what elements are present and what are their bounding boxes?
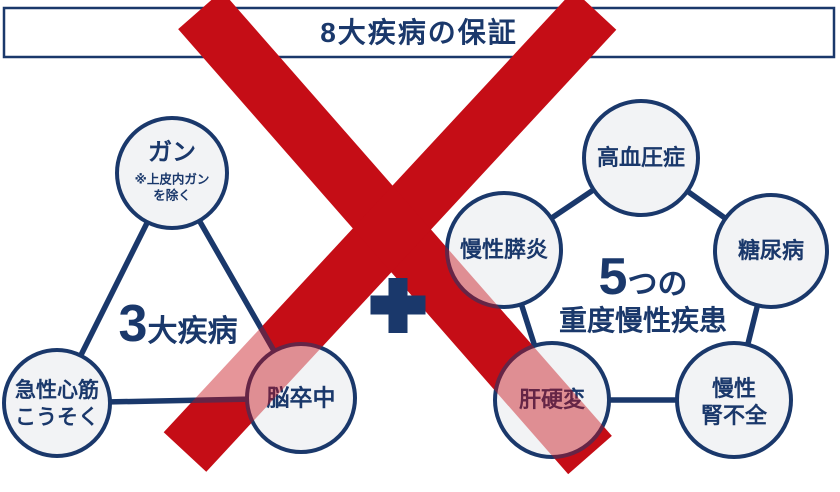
circle-diabetes	[713, 193, 829, 309]
circle-cancer	[115, 116, 229, 230]
pentagon-group-title-line1: 5つの	[559, 251, 727, 303]
diabetes-label: 糖尿病	[737, 238, 805, 263]
cancer-note-line1: ※上皮内ガン	[134, 172, 210, 187]
circle-heart-attack	[2, 348, 112, 458]
heart-attack-label-line2: こうそく	[15, 406, 99, 429]
kidney-failure-label: 慢性 腎不全	[701, 375, 767, 429]
circle-cirrhosis	[493, 341, 611, 459]
heart-attack-label-line1: 急性心筋	[15, 379, 99, 402]
pentagon-group-number: 5	[598, 248, 628, 306]
cancer-note: ※上皮内ガン を除く	[135, 173, 210, 204]
triangle-shape	[54, 170, 304, 406]
circle-stroke	[245, 342, 357, 454]
kidney-failure-label-line2: 腎不全	[700, 403, 768, 428]
triangle-group-suffix: 大疾病	[147, 315, 238, 348]
header-box	[2, 6, 836, 59]
circle-hypertension	[582, 99, 700, 217]
header-title: 8大疾病の保証	[320, 17, 518, 48]
triangle-group-title: 3大疾病	[119, 298, 238, 350]
triangle-group-number: 3	[118, 295, 148, 353]
cirrhosis-label: 肝硬変	[518, 387, 586, 412]
pentagon-group-suffix: つの	[627, 268, 688, 301]
circle-kidney-failure	[675, 341, 793, 459]
circle-pancreatitis	[445, 191, 563, 309]
stroke-label: 脳卒中	[266, 384, 336, 411]
kidney-failure-label-line1: 慢性	[711, 376, 757, 401]
heart-attack-label: 急性心筋 こうそく	[15, 377, 99, 431]
hypertension-label: 高血圧症	[596, 145, 686, 170]
pentagon-group-title-line2: 重度慢性疾患	[558, 305, 728, 336]
pancreatitis-label: 慢性膵炎	[459, 237, 549, 262]
cancer-note-line2: を除く	[153, 188, 191, 202]
pentagon-group-title: 5つの 重度慢性疾患	[559, 251, 727, 335]
cancer-label: ガン	[148, 139, 196, 166]
